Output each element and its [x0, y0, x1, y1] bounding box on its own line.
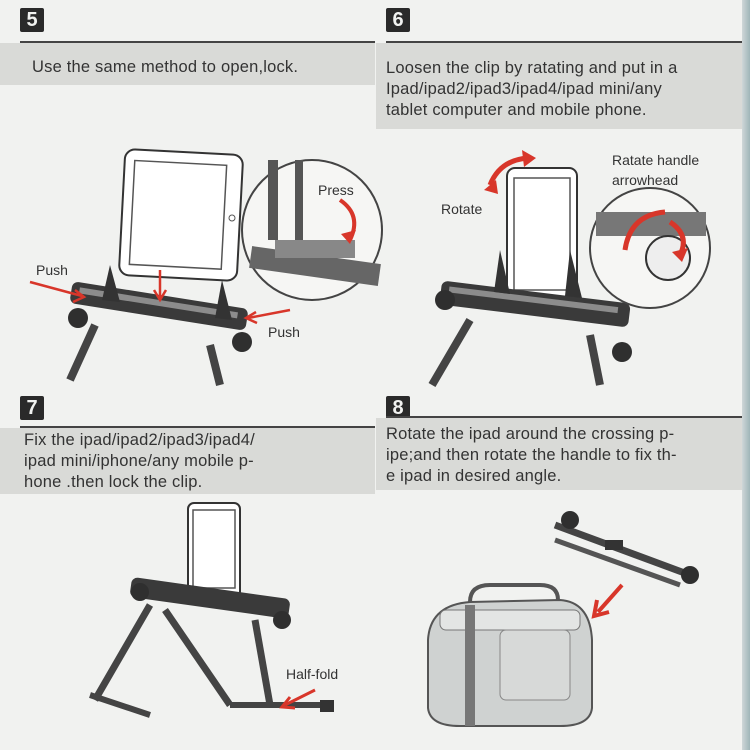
tablet-upright: [506, 167, 578, 309]
step-6-line-1: Loosen the clip by ratating and put in a: [386, 59, 678, 77]
step-7-text-band: [0, 428, 375, 494]
carry-bag-illustration: [427, 583, 593, 727]
step-7-instruction: Fix the ipad/ipad2/ipad3/ipad4/ ipad min…: [24, 430, 255, 493]
step-6-line-2: Ipad/ipad2/ipad3/ipad4/ipad mini/any: [386, 80, 662, 98]
push-label-left: Push: [36, 262, 68, 278]
step-6-badge: 6: [386, 8, 410, 32]
handle-zoom-circle: [589, 187, 711, 309]
step-7-rule: [20, 426, 375, 428]
step-7-line-1: Fix the ipad/ipad2/ipad3/ipad4/: [24, 431, 255, 449]
step-8-text-band: [376, 418, 742, 490]
step-6-instruction: Loosen the clip by ratating and put in a…: [386, 58, 677, 121]
tablet-illustration: [118, 148, 244, 282]
stand-crossbar-6: [428, 250, 632, 388]
folded-stand: [553, 511, 699, 588]
rotate-label: Rotate: [441, 201, 483, 217]
push-label-right: Push: [268, 324, 300, 340]
tablet-mounted: [187, 502, 241, 599]
zoom-detail-circle: [241, 159, 383, 301]
stand-full: [89, 577, 334, 718]
step-8-instruction: Rotate the ipad around the crossing p- i…: [386, 424, 677, 487]
step-6-rule: [386, 41, 742, 43]
half-fold-label: Half-fold: [286, 666, 339, 682]
half-fold-arrow-icon: [279, 688, 316, 710]
stand-crossbar: [66, 265, 252, 386]
rotate-handle-label-line-2: arrowhead: [612, 172, 679, 188]
step-5-instruction: Use the same method to open,lock.: [32, 57, 298, 78]
step-6-line-3: tablet computer and mobile phone.: [386, 101, 647, 119]
step-5-line-1: Use the same method to open,lock.: [32, 58, 299, 76]
step-8-rule: [386, 416, 742, 418]
step-8-line-2: ipe;and then rotate the handle to fix th…: [386, 446, 677, 464]
package-edge: [742, 0, 750, 750]
press-label: Press: [318, 182, 354, 198]
push-arrows: [29, 270, 291, 325]
step-8-line-1: Rotate the ipad around the crossing p-: [386, 425, 675, 443]
insert-arrow-icon: [591, 583, 624, 619]
rotate-handle-label-line-1: Ratate handle: [612, 152, 700, 168]
step-5-badge: 5: [20, 8, 44, 32]
step-7-line-2: ipad mini/iphone/any mobile p-: [24, 452, 254, 470]
step-8-line-3: e ipad in desired angle.: [386, 467, 562, 485]
step-7-line-3: hone .then lock the clip.: [24, 473, 203, 491]
step-5-rule: [20, 41, 375, 43]
rotate-arrow-icon: [484, 150, 536, 194]
step-5-text-band: [0, 43, 375, 85]
step-7-badge: 7: [20, 396, 44, 420]
step-6-text-band: [376, 43, 742, 129]
